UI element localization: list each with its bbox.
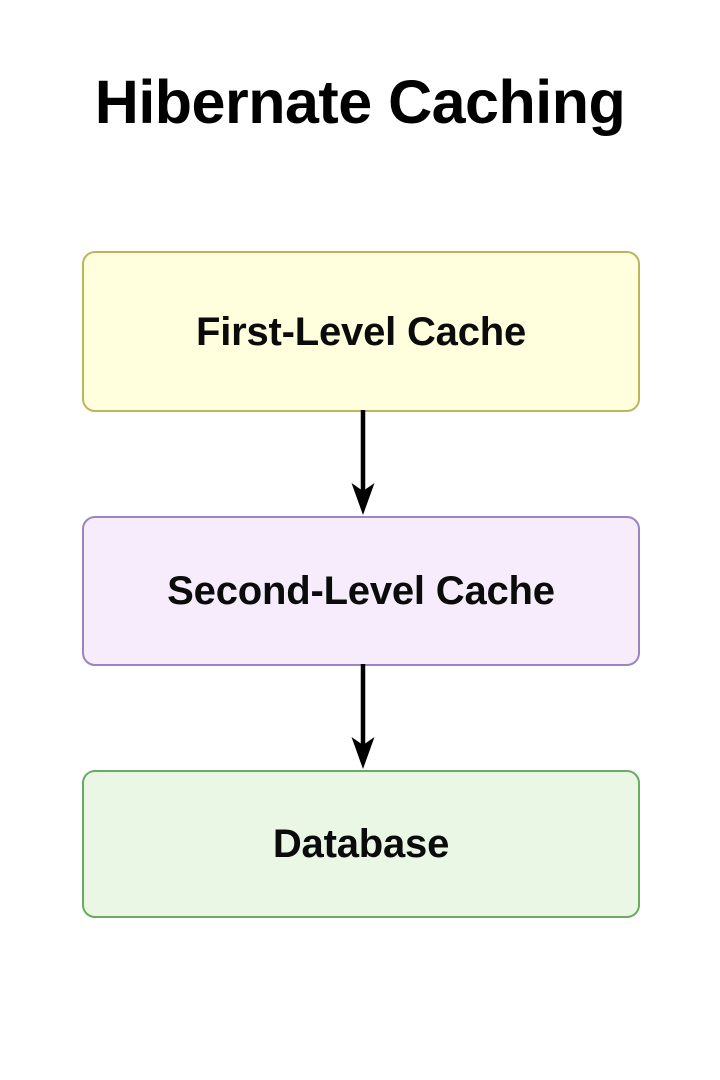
edge-arrowhead	[351, 483, 375, 515]
arrow-down-icon	[351, 664, 375, 769]
flow-node-label: Second-Level Cache	[167, 569, 555, 613]
page-title: Hibernate Caching	[94, 68, 626, 136]
edge-first-level-cache-to-second-level-cache	[323, 410, 403, 518]
flow-node-label: First-Level Cache	[195, 309, 527, 354]
edge-arrowhead	[351, 737, 375, 769]
arrow-down-icon	[351, 410, 375, 515]
flow-node-database[interactable]: Database	[82, 770, 640, 918]
flow-node-first-level-cache[interactable]: First-Level Cache	[82, 251, 640, 412]
edge-second-level-cache-to-database	[323, 664, 403, 772]
flow-node-second-level-cache[interactable]: Second-Level Cache	[82, 516, 640, 666]
flow-node-label: Database	[272, 822, 450, 866]
